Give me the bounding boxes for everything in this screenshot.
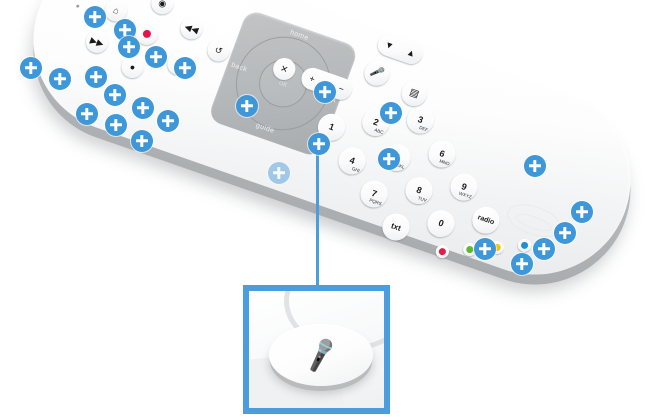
key-3-letters: DEF: [418, 124, 429, 133]
play-pause-icon: ●: [128, 60, 138, 73]
green-dot-icon: [465, 245, 475, 255]
fast-forward-icon: ▶▶: [88, 34, 106, 49]
key-3[interactable]: 3 DEF: [403, 103, 438, 138]
text-button-label: txt: [390, 220, 403, 233]
key-4[interactable]: 4 GHI: [334, 143, 370, 179]
key-8-digit: 8: [415, 184, 424, 196]
search-button[interactable]: ◉: [148, 0, 177, 18]
hotspot-marker-volume-rocker[interactable]: [268, 162, 290, 184]
hotspot-marker-guide[interactable]: [131, 130, 153, 152]
key-7[interactable]: 7 PQRS: [356, 176, 392, 212]
microphone-icon: 🎤: [368, 64, 386, 81]
hotspot-marker-green[interactable]: [533, 238, 555, 260]
fast-forward-button[interactable]: ▶▶: [82, 28, 112, 56]
callout-connector-line: [316, 143, 319, 292]
sky-home-icon: ⌂: [112, 4, 121, 16]
mute-icon: ✕: [279, 62, 290, 75]
key-0-digit: 0: [437, 217, 446, 229]
hotspot-marker-skip[interactable]: [76, 103, 98, 125]
hotspot-marker-tv-guide[interactable]: [378, 148, 400, 170]
hotspot-marker-yellow[interactable]: [554, 222, 576, 244]
key-6[interactable]: 6 MNO: [424, 137, 460, 172]
rewind-button[interactable]: ◀◀: [177, 14, 206, 43]
channel-down-icon: ▼: [383, 38, 396, 51]
hotspot-marker-channel-updown[interactable]: [380, 102, 402, 124]
blue-button[interactable]: [516, 237, 533, 254]
hotspot-marker-dpad-ring[interactable]: [157, 110, 179, 132]
channel-up-icon: ▲: [405, 46, 418, 59]
search-icon: ◉: [157, 0, 169, 9]
hotspot-marker-voice-search[interactable]: [308, 133, 330, 155]
voice-search-detail-callout: 🎤: [243, 285, 390, 414]
tv-guide-icon: ▤: [408, 86, 421, 100]
key-4-digit: 4: [348, 154, 357, 167]
hotspot-marker-text[interactable]: [474, 238, 496, 260]
hotspot-marker-back[interactable]: [105, 114, 127, 136]
red-dot-icon: [437, 247, 447, 257]
record-icon: [141, 28, 153, 39]
led-indicator-1: [75, 4, 80, 9]
hotspot-marker-option[interactable]: [314, 81, 336, 103]
hotspot-marker-home[interactable]: [174, 57, 196, 79]
hotspot-marker-red[interactable]: [511, 253, 533, 275]
microphone-icon-large: 🎤: [300, 335, 342, 375]
hotspot-marker-standby[interactable]: [84, 6, 106, 28]
voice-search-button-magnified[interactable]: 🎤: [269, 324, 373, 386]
hotspot-marker-radio[interactable]: [524, 155, 546, 177]
key-9[interactable]: 9 WXYZ: [446, 170, 482, 205]
key-9-letters: WXYZ: [458, 190, 473, 200]
key-8[interactable]: 8 TUV: [401, 173, 437, 208]
key-3-digit: 3: [416, 114, 425, 126]
hotspot-marker-fast-forward[interactable]: [132, 97, 154, 119]
hotspot-marker-ok[interactable]: [236, 95, 258, 117]
key-2-digit: 2: [371, 116, 381, 128]
key-7-letters: PQRS: [368, 197, 383, 206]
replay-icon: ↺: [213, 43, 225, 56]
hotspot-marker-rewind[interactable]: [118, 36, 140, 58]
hotspot-marker-sky-home[interactable]: [49, 68, 71, 90]
callout-background: 🎤: [249, 291, 384, 408]
key-1-digit: 1: [327, 121, 336, 133]
key-6-digit: 6: [438, 148, 447, 160]
hotspot-marker-blue[interactable]: [571, 201, 593, 223]
key-0[interactable]: 0: [423, 206, 459, 241]
radio-button[interactable]: radio: [468, 203, 504, 238]
rewind-icon: ◀◀: [183, 20, 201, 35]
hotspot-marker-indicator-leds[interactable]: [20, 57, 42, 79]
radio-button-label: radio: [476, 214, 496, 227]
tv-guide-button[interactable]: ▤: [398, 77, 431, 110]
hotspot-marker-replay[interactable]: [145, 46, 167, 68]
key-8-letters: TUV: [417, 194, 428, 203]
key-6-letters: MNO: [438, 157, 451, 167]
key-4-letters: GHI: [351, 165, 361, 173]
hotspot-marker-play-pause[interactable]: [104, 84, 126, 106]
blue-dot-icon: [520, 240, 530, 250]
key-2-letters: ABC: [373, 126, 385, 135]
hotspot-marker-record[interactable]: [85, 66, 107, 88]
volume-up-icon: +: [308, 72, 317, 84]
volume-down-icon: −: [337, 82, 346, 94]
voice-search-button[interactable]: 🎤: [360, 57, 394, 90]
